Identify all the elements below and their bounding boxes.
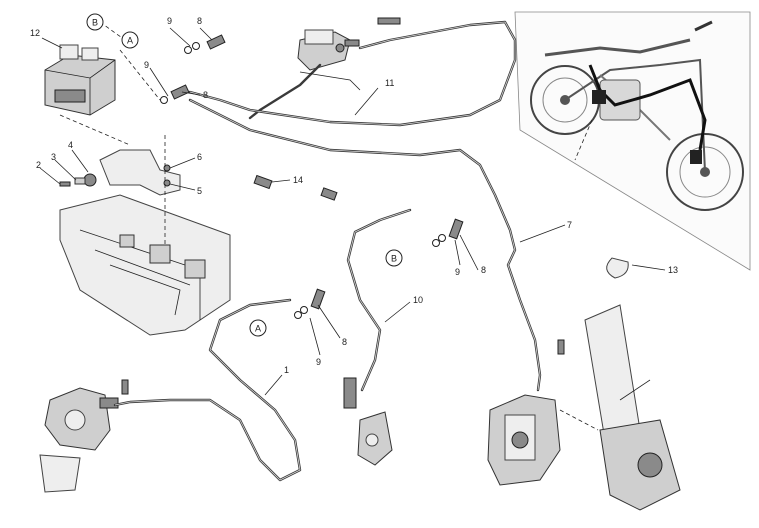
callout-8-low: 8 [342,337,347,347]
callout-4: 4 [68,140,73,150]
callout-9-mid: 9 [455,267,460,277]
hose-1 [113,298,302,482]
ref-circle-a-low: A [249,319,267,337]
ref-label-b-mid: B [391,254,397,264]
callout-1: 1 [284,365,289,375]
callout-9-upper: 9 [144,60,149,70]
hose-clamp-13 [606,257,629,279]
callout-14: 14 [293,175,303,185]
ref-circle-a-top: A [121,31,139,49]
ref-circle-b-mid: B [385,249,403,267]
abs-control-unit [44,44,116,116]
ref-label-b-top: B [92,18,98,28]
callout-12: 12 [30,28,40,38]
callout-7: 7 [567,220,572,230]
callout-9-top: 9 [167,16,172,26]
motorcycle-front-wheel [666,133,744,211]
banjo-group-top [160,34,226,104]
reference-lines [59,21,599,431]
callout-2: 2 [36,160,41,170]
hose-11 [188,20,517,127]
callout-labels: 12 9 8 9 8 11 2 3 4 6 5 14 7 13 9 8 10 9… [30,16,678,375]
leader-lines [39,27,666,396]
ref-label-a-top: A [127,36,133,46]
callout-8-top: 8 [197,16,202,26]
callout-10: 10 [413,295,423,305]
callout-3: 3 [51,152,56,162]
banjo-group-mid [432,218,464,247]
hose-clip-14 [253,174,338,201]
ref-circle-b-top: B [86,13,104,31]
callout-11: 11 [385,78,394,88]
rear-brake-caliper [39,387,119,493]
front-brake-caliper [487,394,561,486]
callout-9-low: 9 [316,357,321,367]
callout-13: 13 [668,265,678,275]
callout-8-upper: 8 [203,90,208,100]
front-master-cylinder [248,29,361,120]
bracket-bushing [83,173,97,187]
rear-master-cylinder [343,377,393,466]
callout-6: 6 [197,152,202,162]
banjo-group-low [294,288,326,319]
rear-bleed-screws [121,17,565,395]
callout-5: 5 [197,186,202,196]
hose-10 [346,208,412,392]
motorcycle-inset [514,11,751,271]
front-fork [584,304,681,511]
callout-8-mid: 8 [481,265,486,275]
abs-bracket [59,149,181,196]
hose-7 [188,98,542,392]
motorcycle-frame [544,20,713,173]
ref-label-a-low: A [255,324,261,334]
battery-housing [59,194,231,336]
